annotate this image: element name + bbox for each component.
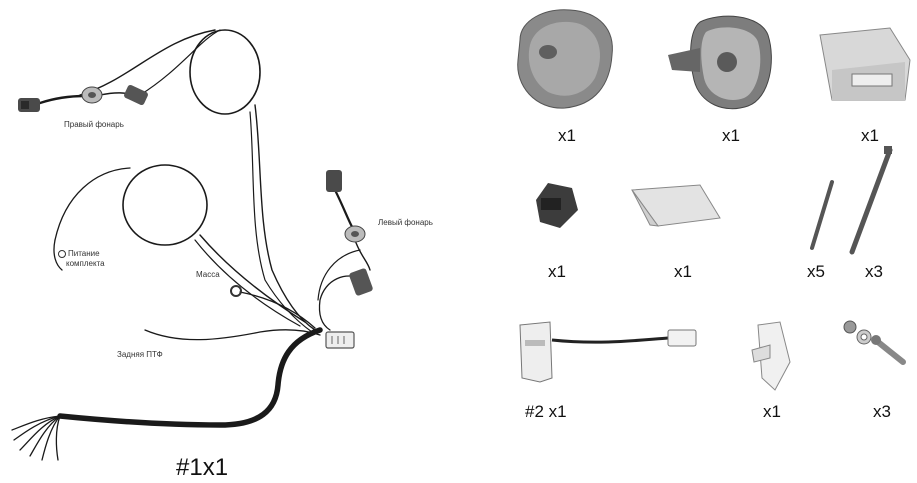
main-connector-icon [326,332,354,348]
harness-quantity: #1x1 [176,456,228,480]
socket-7pin-icon [518,10,613,108]
socket-flange-icon [668,16,771,109]
cable-ties-short-icon [812,182,832,248]
label-right-lamp: Правый фонарь [64,121,124,129]
label-left-lamp: Левый фонарь [378,219,433,227]
qty-small-connector: x1 [548,263,566,280]
qty-adhesive-pad: x1 [674,263,692,280]
right-lamp-connector-icon [18,84,149,112]
qty-bolt-set: x3 [873,403,891,420]
qty-fuse-clip: x1 [763,403,781,420]
qty-fuse-tap: #2 x1 [525,403,567,420]
ground-ring-icon [231,286,241,296]
adhesive-pad-icon [632,185,720,226]
label-ground: Масса [196,271,220,279]
label-power-line2: комплекта [66,260,105,268]
fuse-clip-icon [752,322,790,390]
small-connector-icon [536,183,578,228]
qty-cable-ties-long: x3 [865,263,883,280]
label-power-line1: Питание [68,250,100,258]
qty-socket-flange: x1 [722,127,740,144]
qty-socket-7pin: x1 [558,127,576,144]
fuse-tap-icon [520,322,696,382]
qty-cable-ties-short: x5 [807,263,825,280]
qty-connector-block: x1 [861,127,879,144]
cable-ties-long-icon [852,146,892,252]
harness-main-trunk [60,330,320,425]
left-lamp-connector-icon [326,170,374,296]
power-symbol-icon [59,251,66,258]
connector-block-icon [820,28,910,100]
label-rear-fog: Задняя ПТФ [117,351,163,359]
harness-loop-top [190,30,260,114]
bolt-set-icon [844,321,903,362]
harness-loop-middle [123,165,207,245]
